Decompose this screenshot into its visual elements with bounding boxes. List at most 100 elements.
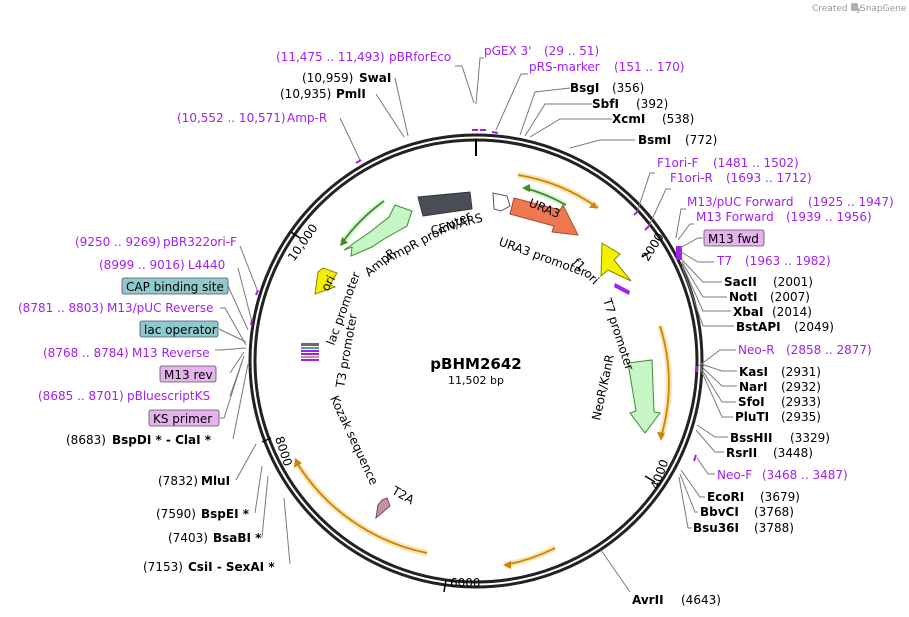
tick-2000 <box>641 251 651 258</box>
primer-pbr322ori-f-name: pBR322ori-F <box>163 235 237 249</box>
site-bsu36i-pos: (3788) <box>754 521 794 535</box>
orf-arc-ura3 <box>522 184 568 208</box>
m13-fwd-label: M13 fwd <box>708 232 759 246</box>
primer-m13puc-forward-range: (1925 .. 1947) <box>808 195 894 209</box>
site-rsrii-pos: (3448) <box>773 446 813 460</box>
ura3-promoter-label: URA3 promoter <box>497 235 588 280</box>
site-rsrii-name: RsrII <box>726 446 757 460</box>
primer-f1ori-f-name: F1ori-F <box>657 156 698 170</box>
site-sfoi-name: SfoI <box>738 395 765 409</box>
site-sacii-name: SacII <box>724 275 757 289</box>
ori-label: ori <box>318 273 338 293</box>
primer-cluster-2000 <box>676 246 682 260</box>
backbone-outer-ring <box>248 133 704 589</box>
primer-m13-reverse-range: (8768 .. 8784) <box>43 346 129 360</box>
m13-fwd-box <box>703 229 765 247</box>
neo-kanr-feature <box>627 359 661 434</box>
site-bbvci-pos: (3768) <box>754 505 794 519</box>
orf-arc-bottom <box>503 545 557 569</box>
site-bsmi-pos: (772) <box>685 133 717 147</box>
site-xbai-name: XbaI <box>733 305 763 319</box>
site-pluti-pos: (2935) <box>781 410 821 424</box>
tick-label-2000: 2000 <box>639 230 667 263</box>
site-noti-pos: (2007) <box>770 290 810 304</box>
m13-rev-box <box>159 365 217 383</box>
tick-6000 <box>443 579 447 593</box>
primer-neo-r-range: (2858 .. 2877) <box>786 343 872 357</box>
primer-pbluescriptks-name: pBluescriptKS <box>127 389 210 403</box>
site-avrii-pos: (4643) <box>681 593 721 607</box>
mcs-marker-cluster <box>301 343 319 361</box>
primer-neo-f-name: Neo-F <box>717 468 752 482</box>
site-bsshii-pos: (3329) <box>790 431 830 445</box>
ori-feature <box>314 267 338 295</box>
t2a-feature <box>375 497 391 520</box>
site-csii-sexai-name: CsiI - SexAI * <box>188 560 275 574</box>
site-kasi-name: KasI <box>739 365 768 379</box>
primer-pbrforeco-range: (11,475 .. 11,493) <box>276 50 385 64</box>
ks-primer-box <box>148 409 220 427</box>
site-mlui-name: MluI <box>201 474 230 488</box>
site-kasi-pos: (2931) <box>781 365 821 379</box>
primer-ticks <box>250 129 698 462</box>
lac-operator-box <box>139 320 219 338</box>
ura3-feature <box>509 197 579 236</box>
site-bsmi-name: BsmI <box>638 133 671 147</box>
site-bstapi-pos: (2049) <box>794 320 834 334</box>
cen-ars-feature <box>417 191 473 217</box>
site-bspei-name: BspEI * <box>201 507 250 521</box>
site-mlui-pos: (7832) <box>158 474 198 488</box>
primer-f1ori-f-range: (1481 .. 1502) <box>713 156 799 170</box>
ks-primer-label: KS primer <box>153 412 212 426</box>
tick-4000 <box>644 475 656 483</box>
primer-m13puc-reverse-range: (8781 .. 8803) <box>18 301 104 315</box>
primer-amp-r-range: (10,552 .. 10,571) <box>177 111 286 125</box>
tick-8000 <box>261 437 272 443</box>
neo-kanr-label: NeoR/KanR <box>589 353 617 421</box>
site-bspdi-clai-name: BspDI * - ClaI * <box>112 433 212 447</box>
site-noti-name: NotI <box>729 290 758 304</box>
primer-f1ori-r-range: (1693 .. 1712) <box>726 171 812 185</box>
cap-binding-site-label: CAP binding site <box>126 280 224 294</box>
site-bstapi-name: BstAPI <box>736 320 781 334</box>
site-sbfi-name: SbfI <box>592 97 619 111</box>
primer-pbrforeco-name: pBRforEco <box>389 50 451 64</box>
site-pluti-name: PluTI <box>735 410 769 424</box>
site-swai-pos: (10,959) <box>302 71 353 85</box>
tick-label-6000: 6000 <box>450 576 481 590</box>
primer-m13puc-forward-name: M13/pUC Forward <box>687 195 794 209</box>
primer-m13-forward-range: (1939 .. 1956) <box>786 210 872 224</box>
primer-neo-f-range: (3468 .. 3487) <box>762 468 848 482</box>
primer-l4440-name: L4440 <box>188 258 225 272</box>
site-nari-name: NarI <box>739 380 768 394</box>
site-pmli-name: PmlI <box>336 87 366 101</box>
tick-10000 <box>290 231 301 239</box>
site-bsabi-pos: (7403) <box>168 531 208 545</box>
orf-arc-ampr <box>339 198 386 246</box>
primer-m13puc-reverse-name: M13/pUC Reverse <box>107 301 214 315</box>
leader-lines <box>215 57 737 593</box>
site-bsgi-pos: (356) <box>612 81 644 95</box>
primer-neo-r-name: Neo-R <box>738 343 775 357</box>
tick-label-4000: 4000 <box>648 458 672 491</box>
site-bspdi-clai-pos: (8683) <box>66 433 106 447</box>
credit-prefix: Created by <box>812 4 862 14</box>
site-xcmi-pos: (538) <box>662 112 694 126</box>
primer-pbluescriptks-range: (8685 .. 8701) <box>38 389 124 403</box>
plasmid-length: 11,502 bp <box>448 374 504 387</box>
cap-binding-site-box <box>121 277 229 295</box>
primer-pgex3-name: pGEX 3' <box>484 44 531 58</box>
kozak-sequence-label: Kozak sequence <box>327 393 381 487</box>
credit-brand: SnapGene <box>860 4 907 14</box>
site-avrii-name: AvrII <box>632 593 664 607</box>
site-bsshii-name: BssHII <box>730 431 772 445</box>
snapgene-logo-icon <box>851 3 858 11</box>
primer-t7-range: (1963 .. 1982) <box>745 254 831 268</box>
site-sbfi-pos: (392) <box>636 97 668 111</box>
m13-rev-label: M13 rev <box>164 368 213 382</box>
primer-prs-marker-name: pRS-marker <box>529 60 600 74</box>
primer-prs-marker-range: (151 .. 170) <box>614 60 684 74</box>
site-bbvci-name: BbvCI <box>700 505 739 519</box>
